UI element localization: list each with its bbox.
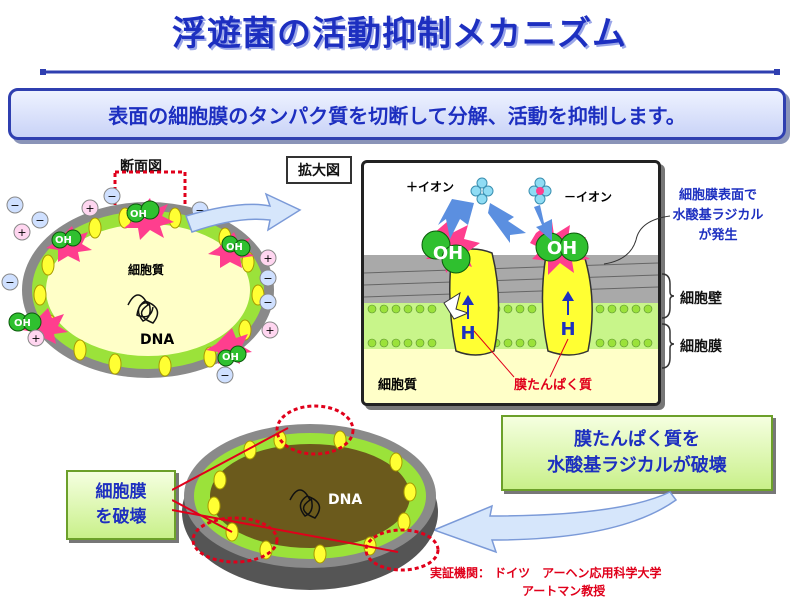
dna-label: DNA bbox=[140, 332, 174, 348]
svg-text:−: − bbox=[263, 296, 272, 309]
svg-text:−: − bbox=[107, 190, 116, 203]
membrane-line1: 細胞膜 bbox=[95, 482, 147, 502]
radical-note: 細胞膜表面で 水酸基ラジカル が発生 bbox=[658, 186, 778, 246]
radical-note-line1: 細胞膜表面で bbox=[678, 188, 757, 203]
result-line2: 水酸基ラジカルが破壊 bbox=[547, 455, 727, 476]
radical-note-line3: が発生 bbox=[698, 228, 738, 243]
h-symbols bbox=[462, 291, 574, 319]
side-braces bbox=[661, 273, 675, 369]
oh-radicals bbox=[8, 198, 254, 367]
svg-text:+: + bbox=[265, 324, 274, 337]
minus-ion-cluster bbox=[528, 177, 552, 205]
svg-text:−: − bbox=[35, 214, 44, 227]
svg-text:−: − bbox=[10, 199, 19, 212]
destroyed-cytoplasm bbox=[210, 444, 410, 548]
radical-pointer bbox=[603, 215, 671, 265]
svg-text:+: + bbox=[31, 332, 40, 345]
destroyed-dna-label: DNA bbox=[328, 492, 362, 508]
destroyed-dna-strand bbox=[289, 489, 321, 519]
svg-text:−: − bbox=[220, 369, 229, 382]
svg-text:−: − bbox=[5, 276, 14, 289]
damage-markers bbox=[191, 404, 440, 572]
page-title: 浮遊菌の活動抑制メカニズム bbox=[172, 14, 627, 54]
cell-wall-texture bbox=[364, 262, 658, 298]
zoom-label-box: 拡大図 bbox=[286, 156, 352, 184]
svg-text:OH: OH bbox=[55, 235, 72, 246]
zoom-panel: OH OH H H ＋イオン －イオン bbox=[361, 160, 661, 406]
dna-strand bbox=[127, 294, 159, 324]
credit-line1: 実証機関： ドイツ アーヘン応用科学大学 bbox=[430, 566, 662, 580]
cell-membrane-label: 細胞膜 bbox=[680, 339, 722, 355]
ions: + − − + − − + − − + − + − bbox=[1, 187, 279, 384]
cytoplasm-label: 細胞質 bbox=[128, 262, 164, 277]
subtitle: 表面の細胞膜のタンパク質を切断して分解、活動を抑制します。 bbox=[108, 103, 686, 128]
plus-ion-label: ＋イオン bbox=[406, 180, 454, 194]
cross-section-diagram: + − − + − − + − − + − + − OH OH OH OH OH… bbox=[1, 170, 302, 384]
cytoplasm bbox=[46, 224, 250, 356]
svg-text:OH: OH bbox=[130, 209, 147, 220]
zoom-oh-text: OH OH bbox=[433, 238, 577, 264]
h-left: H bbox=[460, 323, 475, 344]
zoom-diagram: OH OH H H ＋イオン －イオン bbox=[364, 177, 658, 403]
svg-text:+: + bbox=[17, 226, 26, 239]
subtitle-box: 表面の細胞膜のタンパク質を切断して分解、活動を抑制します。 bbox=[8, 88, 786, 140]
minus-ion-label: －イオン bbox=[564, 190, 612, 204]
svg-text:OH: OH bbox=[547, 238, 577, 259]
h-right: H bbox=[560, 319, 575, 340]
title-underline bbox=[40, 69, 780, 75]
result-box: 膜たんぱく質を 水酸基ラジカルが破壊 bbox=[501, 415, 773, 491]
radical-note-line2: 水酸基ラジカル bbox=[672, 208, 764, 223]
credit-line2: アートマン教授 bbox=[522, 584, 606, 598]
zoom-cytoplasm bbox=[364, 349, 658, 403]
svg-text:−: − bbox=[263, 272, 272, 285]
svg-text:+: + bbox=[85, 202, 94, 215]
destroyed-cell-diagram: DNA bbox=[182, 404, 440, 590]
zoom-label: 拡大図 bbox=[298, 163, 340, 179]
result-line1: 膜たんぱく質を bbox=[574, 429, 700, 450]
zoom-cytoplasm-label: 細胞質 bbox=[378, 377, 417, 393]
svg-text:−: − bbox=[195, 204, 204, 217]
zoom-oh-balls bbox=[421, 230, 589, 274]
svg-text:OH: OH bbox=[433, 243, 463, 264]
svg-text:OH: OH bbox=[222, 352, 239, 363]
membrane-line2: を破壊 bbox=[95, 507, 147, 527]
svg-text:+: + bbox=[263, 252, 272, 265]
cell-wall-label: 細胞壁 bbox=[680, 291, 722, 307]
membrane-protein-label: 膜たんぱく質 bbox=[514, 377, 592, 393]
svg-text:OH: OH bbox=[226, 242, 243, 253]
ion-arrows bbox=[438, 199, 552, 243]
oh-text: OH OH OH OH OH bbox=[14, 209, 243, 363]
svg-text:OH: OH bbox=[14, 318, 31, 329]
plus-ion-cluster bbox=[470, 177, 494, 205]
zoom-arrow bbox=[185, 192, 302, 233]
result-arrow bbox=[431, 491, 678, 554]
membrane-pointers bbox=[172, 427, 399, 553]
membrane-box: 細胞膜 を破壊 bbox=[66, 470, 176, 540]
